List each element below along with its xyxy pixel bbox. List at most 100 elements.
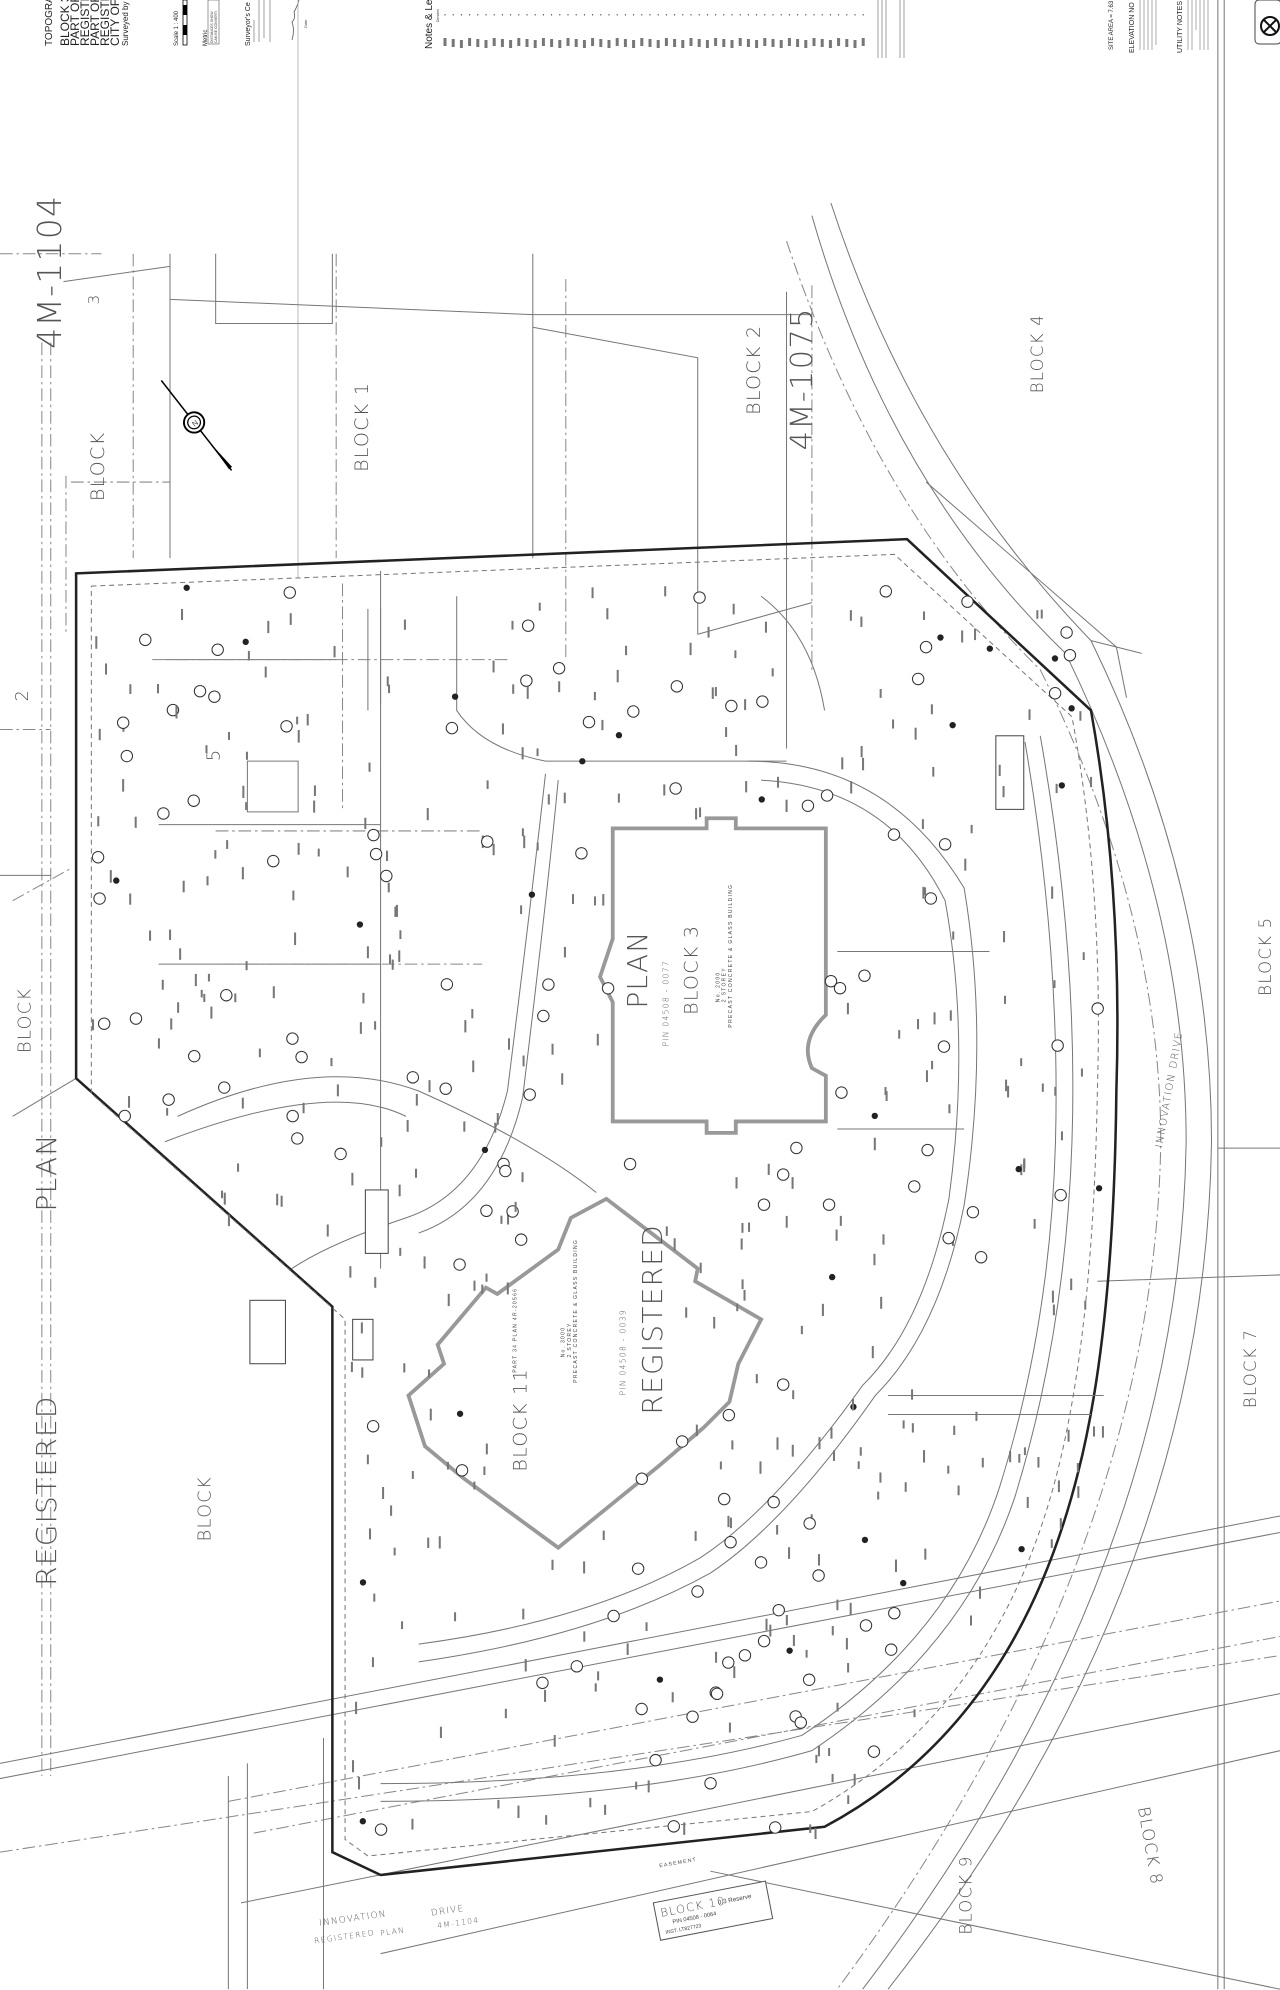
spot-elevation-mark <box>719 1461 722 1470</box>
spot-elevation-mark <box>504 1708 507 1719</box>
title-block: TOPOGRAF BLOCK 3 PART OF REGISTE PART OF… <box>44 0 308 578</box>
spot-elevation-mark <box>501 723 504 735</box>
spot-elevation-mark <box>1041 1083 1044 1092</box>
plan-label: PLAN <box>30 1133 63 1211</box>
spot-elevation-mark <box>885 1091 888 1101</box>
spot-elevation-mark <box>914 727 917 740</box>
spot-elevation-mark <box>181 608 184 621</box>
legend-symbol <box>468 38 472 46</box>
spot-elevation-mark <box>563 792 566 804</box>
spot-elevation-mark <box>97 816 100 827</box>
conifer-icon <box>758 796 765 803</box>
conifer-icon <box>1015 1165 1022 1173</box>
svg-text:N: N <box>190 418 200 428</box>
spot-elevation-mark <box>743 1289 746 1301</box>
tree-icon <box>552 662 566 675</box>
spot-elevation-mark <box>617 793 620 803</box>
spot-elevation-mark <box>776 776 780 788</box>
spot-elevation-mark <box>497 1799 500 1809</box>
site-area: SITE AREA = 7.63 <box>1109 0 1115 50</box>
spot-elevation-mark <box>380 1137 383 1147</box>
spot-elevation-mark <box>836 1599 839 1611</box>
registered-label: REGISTERED <box>30 1395 63 1585</box>
conifer-icon <box>359 1818 366 1825</box>
tree-icon <box>366 1420 380 1433</box>
spot-elevation-mark <box>563 946 566 958</box>
spot-elevation-mark <box>871 1346 874 1359</box>
tree-icon <box>691 1585 704 1598</box>
spot-elevation-mark <box>523 835 526 849</box>
tree-icon <box>884 1643 898 1656</box>
spot-elevation-mark <box>1090 776 1093 788</box>
spot-elevation-mark <box>998 764 1001 776</box>
tree-icon <box>924 892 938 905</box>
spot-elevation-mark <box>711 687 714 699</box>
spot-elevation-mark <box>873 1253 876 1266</box>
spot-elevation-mark <box>745 781 748 793</box>
legend-symbol <box>451 39 455 47</box>
tree-icon <box>480 1204 493 1218</box>
spot-elevation-mark <box>1084 1300 1087 1310</box>
legend-symbol <box>517 38 521 46</box>
legend-symbol <box>476 39 480 47</box>
legend-symbol <box>607 40 611 48</box>
spot-elevation-mark <box>902 1420 905 1429</box>
tree-icon <box>193 684 207 698</box>
tree-icon <box>570 1660 584 1673</box>
spot-elevation-mark <box>149 930 152 941</box>
legend: Notes & Le Denotes <box>424 0 905 58</box>
tree-icon <box>439 1082 452 1095</box>
spot-elevation-mark <box>571 894 575 905</box>
spot-elevation-mark <box>551 1043 554 1055</box>
legend-symbol <box>574 39 578 47</box>
spot-elevation-mark <box>873 1137 876 1151</box>
tree-icon <box>582 715 596 729</box>
spot-elevation-mark <box>673 1238 676 1251</box>
conifer-icon <box>786 1647 793 1654</box>
spot-elevation-mark <box>302 1102 305 1114</box>
title-line: PART OF <box>88 0 102 46</box>
legend-symbol <box>705 40 709 48</box>
spot-elevation-mark <box>406 1120 409 1132</box>
spot-elevation-mark <box>1002 786 1005 798</box>
conifer-icon <box>828 1273 836 1281</box>
spot-elevation-mark <box>792 1634 795 1647</box>
spot-elevation-mark <box>860 746 863 758</box>
spot-elevation-mark <box>715 1651 718 1663</box>
tree-icon <box>523 1088 536 1101</box>
spot-elevation-mark <box>394 906 397 917</box>
spot-elevation-mark <box>205 745 208 754</box>
spot-elevation-mark <box>604 1804 607 1815</box>
spot-elevation-mark <box>625 645 628 656</box>
spot-elevation-mark <box>961 630 964 643</box>
title-line: TOPOGRAF <box>44 0 55 46</box>
building-block-3 <box>597 816 828 1135</box>
pin-label: PIN 04508 - 0039 <box>618 1309 627 1395</box>
metric-label: Metric <box>203 30 209 46</box>
spot-elevation-mark <box>313 800 316 813</box>
spot-elevation-mark <box>357 1776 361 1790</box>
tree-icon <box>445 721 459 735</box>
legend-symbol <box>804 40 808 48</box>
conifer-icon <box>183 584 190 591</box>
spot-elevation-mark <box>521 828 524 837</box>
legend-symbol <box>558 40 562 48</box>
spot-elevation-mark <box>486 780 489 789</box>
spot-elevation-mark <box>836 1702 839 1712</box>
tree-icon <box>835 1086 848 1099</box>
spot-elevation-mark <box>831 1626 834 1636</box>
legend-symbol <box>615 38 619 46</box>
tree-icon <box>820 789 834 802</box>
spot-elevation-mark <box>847 1795 850 1804</box>
block-label: BLOCK <box>196 1476 216 1541</box>
tree-icon <box>1054 1188 1067 1202</box>
spot-elevation-mark <box>898 1030 901 1039</box>
spot-elevation-mark <box>1077 1486 1080 1498</box>
spot-elevation-mark <box>832 1450 835 1461</box>
legend-symbol <box>509 40 513 48</box>
tree-icon <box>822 1198 836 1211</box>
spot-elevation-mark <box>169 929 172 940</box>
tree-icon <box>97 1017 111 1030</box>
tree-icon <box>267 854 280 868</box>
spot-elevation-mark <box>506 1282 509 1295</box>
